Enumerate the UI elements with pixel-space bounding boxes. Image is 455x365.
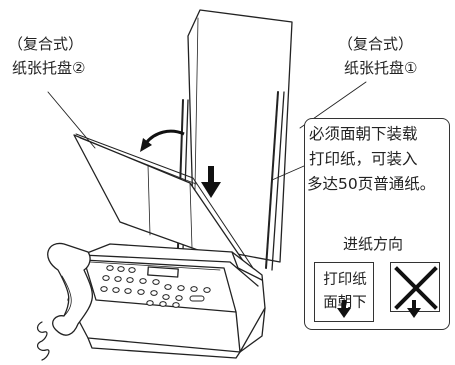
feed-direction-title: 进纸方向 [343,235,404,253]
curved-arrow-icon [144,129,185,145]
tray2-label-line1: （复合式） [8,35,84,53]
down-arrow-icon [201,182,221,198]
instruction-line-3: 多达50页普通纸。 [307,175,436,193]
instruction-line-1: 必须面朝下装载 [309,125,418,143]
tray1-label-line2: 纸张托盘① [344,59,418,77]
instruction-line-2: 打印纸，可装入 [309,150,418,168]
correct-sheet-line1: 打印纸 [323,272,367,288]
down-arrow-icon [407,300,421,318]
tray1-label-line1: （复合式） [338,35,414,53]
loading-instruction-box: 必须面朝下装载 打印纸，可装入 多达50页普通纸。 进纸方向 打印纸 面朝下 [304,118,450,330]
down-arrow-icon [337,300,351,318]
tray2-label-line2: 纸张托盘② [12,59,86,77]
cross-icon [394,266,438,310]
